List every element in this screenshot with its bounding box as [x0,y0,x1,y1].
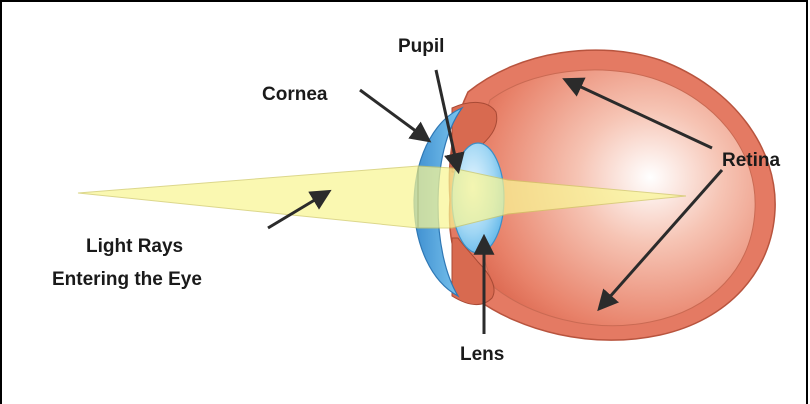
lens-label: Lens [460,344,504,365]
cornea-label: Cornea [262,84,328,105]
light-rays-label-line1: Light Rays [86,236,183,257]
light-ray-incoming [78,166,418,228]
pupil-label: Pupil [398,36,444,57]
cornea-arrow [360,90,428,140]
retina-label: Retina [722,150,781,171]
light-rays-label-line2: Entering the Eye [52,269,202,290]
